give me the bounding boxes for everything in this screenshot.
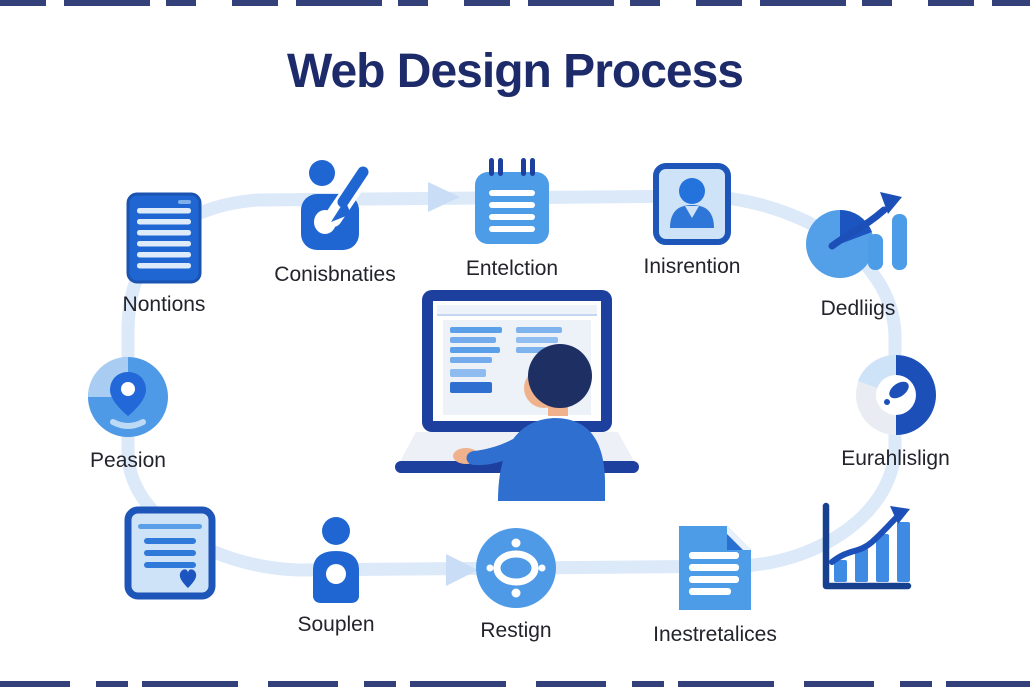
cropped-text-strip-bottom [0, 681, 1030, 687]
step-conisbnaties: Conisbnaties [270, 158, 400, 287]
step-label: Nontions [122, 293, 206, 316]
step-restign: Restign [472, 526, 560, 643]
step-label: Inestretalices [653, 623, 777, 646]
step-label: Dedliigs [820, 297, 896, 320]
step-label: Peasion [90, 449, 166, 472]
flow-arrow-icon [428, 182, 460, 212]
document-icon [126, 192, 202, 284]
cropped-text-strip-top [0, 0, 1030, 6]
step-dedliigs: Dedliigs [802, 184, 914, 321]
bar-chart-growth-icon [822, 502, 912, 590]
step-entelction: Entelction [452, 156, 572, 281]
step-nontions: Nontions [94, 192, 234, 317]
step-label: Restign [480, 619, 552, 642]
page-title: Web Design Process [287, 45, 744, 98]
step-label: Eurahlislign [841, 447, 950, 470]
step-label: Entelction [465, 257, 559, 280]
step-bar-growth [814, 498, 916, 596]
step-label: Inisrention [643, 255, 741, 278]
target-crosshair-icon [476, 528, 556, 608]
user-portrait-icon [653, 163, 731, 245]
step-document-heart [124, 506, 216, 600]
center-illustration [392, 286, 642, 506]
step-inisrention: Inisrention [632, 162, 752, 279]
donut-chart-pen-icon [855, 354, 936, 435]
step-eurahlislign: Eurahlislign [838, 352, 953, 471]
notepad-icon [475, 158, 549, 244]
person-at-laptop-icon [395, 290, 639, 501]
document-heart-icon [124, 506, 216, 600]
pie-bar-growth-icon [806, 192, 907, 278]
step-souplen: Souplen [297, 516, 375, 637]
step-peasion: Peasion [85, 354, 171, 473]
document-page-icon [679, 526, 751, 610]
person-icon [313, 517, 359, 603]
person-writing-icon [301, 159, 375, 250]
step-label: Souplen [297, 613, 375, 636]
flow-arrow-icon [446, 554, 478, 586]
step-inestretalices: Inestretalices [640, 522, 790, 647]
step-label: Conisbnaties [274, 263, 396, 286]
map-pin-pie-icon [88, 357, 168, 437]
